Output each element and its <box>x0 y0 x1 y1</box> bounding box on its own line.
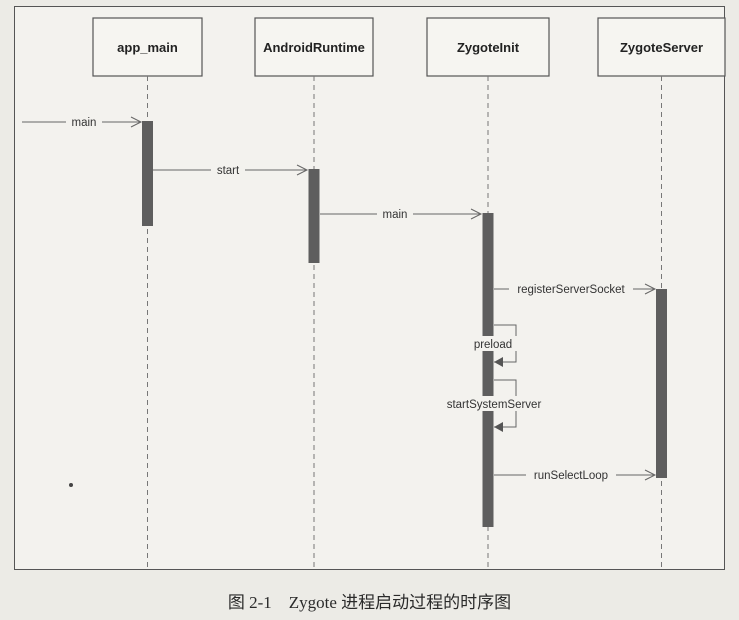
participant-label: ZygoteServer <box>620 40 703 55</box>
arrowhead <box>130 116 143 128</box>
message-label: main <box>72 117 97 129</box>
message-label: main <box>383 209 408 221</box>
figure-caption: 图 2-1 Zygote 进程启动过程的时序图 <box>227 593 512 612</box>
message-preload: preload <box>467 324 519 367</box>
participant-app-main: app_main <box>92 17 203 77</box>
participant-label: AndroidRuntime <box>263 40 365 55</box>
participant-zygote-init: ZygoteInit <box>426 17 550 77</box>
message-label: startSystemServer <box>447 399 542 411</box>
participant-label: ZygoteInit <box>457 40 520 55</box>
activation-zygote-init <box>482 213 494 527</box>
message-main-external: main <box>22 115 143 129</box>
sequence-diagram: app_main AndroidRuntime ZygoteInit Zygot… <box>22 17 726 568</box>
message-start-system-server: startSystemServer <box>437 379 551 432</box>
message-label: registerServerSocket <box>517 284 625 296</box>
stray-dot <box>69 483 73 487</box>
activation-app-main <box>142 121 153 226</box>
arrowhead <box>644 469 657 481</box>
arrowhead <box>494 357 503 367</box>
message-start: start <box>153 163 309 177</box>
message-register-server-socket: registerServerSocket <box>494 282 657 296</box>
activation-zygote-server <box>656 289 667 478</box>
arrowhead <box>470 208 483 220</box>
arrowhead <box>296 164 309 176</box>
message-label: preload <box>474 339 512 351</box>
message-main-zygote: main <box>320 207 483 221</box>
message-label: runSelectLoop <box>534 470 608 482</box>
arrowhead <box>644 283 657 295</box>
participant-android-runtime: AndroidRuntime <box>254 17 374 77</box>
message-run-select-loop: runSelectLoop <box>494 468 657 482</box>
participant-zygote-server: ZygoteServer <box>597 17 726 77</box>
message-label: start <box>217 165 240 177</box>
participant-label: app_main <box>117 40 178 55</box>
activation-android-runtime <box>308 169 320 263</box>
arrowhead <box>494 422 503 432</box>
